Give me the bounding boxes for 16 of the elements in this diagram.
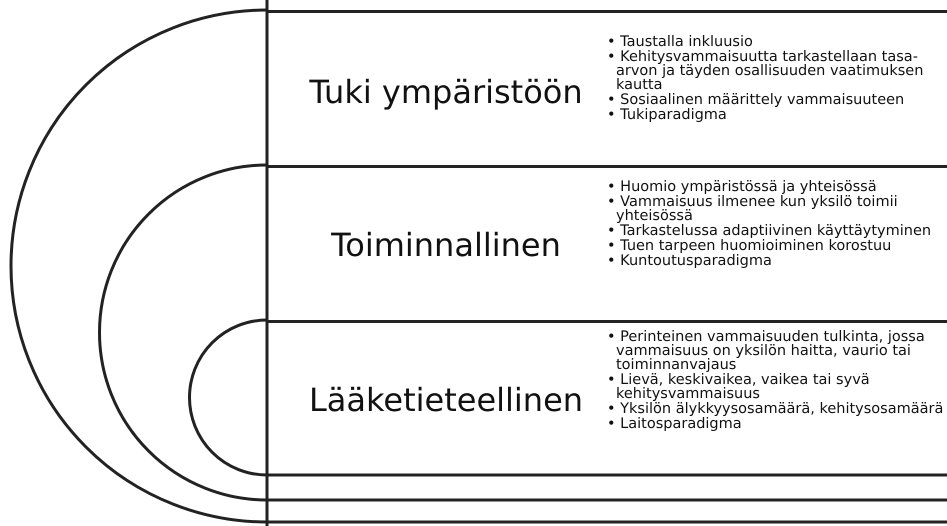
bullet-item: • Huomio ympäristössä ja yhteisössä [607,180,878,194]
bullet-item: • Laitosparadigma [607,417,743,431]
bullet-item: • Perinteinen vammaisuuden tulkinta, jossa vammaisuus on yksilön haitta, vaurio tai toiminnanvajaus [607,330,926,372]
bullet-item: • Taustalla inkluusio [607,35,754,49]
band-heading: Toiminnallinen [330,226,562,264]
bullet-item: • Yksilön älykkyysosamäärä, kehitysosamäärä [607,402,944,416]
bullet-item: • Kuntoutusparadigma [607,254,773,268]
band-heading: Tuki ympäristöön [308,73,584,111]
bullet-item: • Lievä, keskivaikea, vaikea tai syvä kehitysvammaisuus [607,373,871,401]
bullet-item: • Kehitysvammaisuutta tarkastellaan tasa-arvon ja täyden osallisuuden vaatimuksen kautta [607,50,924,92]
bullet-item: • Tukiparadigma [607,108,728,122]
bullet-item: • Tuen tarpeen huomioiminen korostuu [607,239,892,253]
bullet-item: • Sosiaalinen määrittely vammaisuuteen [607,93,906,107]
bullet-item: • Vammaisuus ilmenee kun yksilö toimii yhteisössä [607,195,899,223]
band-heading: Lääketieteellinen [308,381,584,419]
bullet-item: • Tarkastelussa adaptiivinen käyttäytyminen [607,224,932,238]
